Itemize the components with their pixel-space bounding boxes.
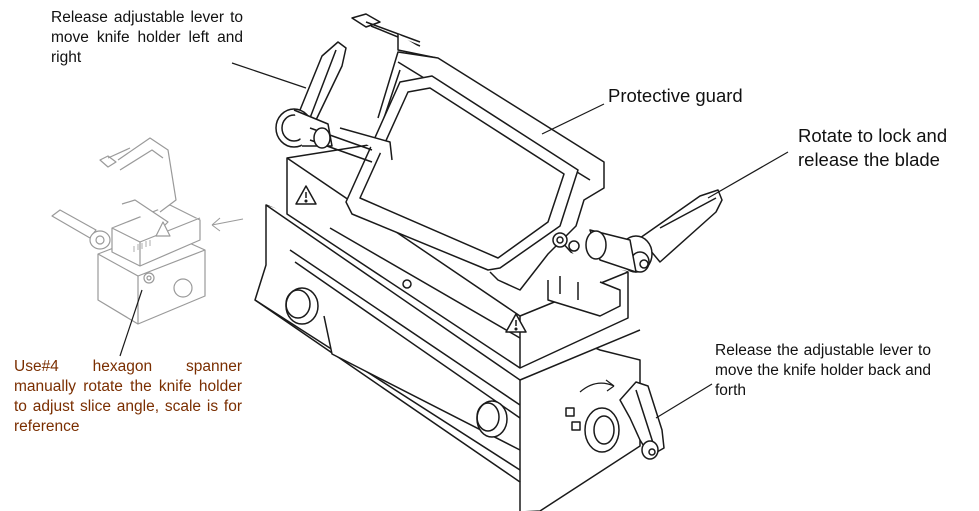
rotation-arrow-icon xyxy=(579,382,615,393)
label-hex-spanner: Use#4 hexagon spanner manually rotate th… xyxy=(14,358,242,435)
knife-holder-main-view xyxy=(254,13,723,511)
protective-guard-plate xyxy=(345,75,579,271)
lock-lever[interactable] xyxy=(639,189,723,263)
lock-icon xyxy=(571,421,581,431)
warning-triangle-icon xyxy=(295,185,317,205)
inset-knife-holder-view xyxy=(51,137,244,325)
unlock-icon xyxy=(565,407,575,417)
label-protective-guard: Protective guard xyxy=(608,85,743,106)
label-rotate-lock: Rotate to lock and release the blade xyxy=(798,125,948,170)
label-lever-left-right: Release adjustable lever to move knife h… xyxy=(51,9,243,66)
lever-back-forth[interactable] xyxy=(619,381,665,457)
angle-scale xyxy=(133,240,151,252)
leader-lines xyxy=(119,62,789,419)
label-lever-back-forth: Release the adjustable lever to move the… xyxy=(715,342,931,399)
warning-triangle-icon xyxy=(505,313,527,333)
warning-triangle-icon xyxy=(155,221,171,237)
